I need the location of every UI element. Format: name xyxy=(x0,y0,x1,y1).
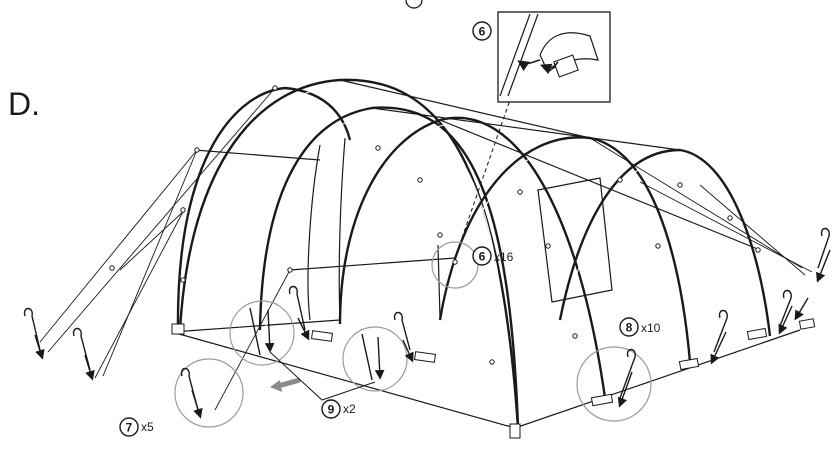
pegs xyxy=(23,227,831,419)
svg-text:x2: x2 xyxy=(343,402,356,416)
callout-6-inset: 6 xyxy=(472,21,492,41)
floor-front-edge xyxy=(171,331,516,429)
callout-9-x2: 9 x2 xyxy=(321,399,356,419)
detail-inset-6 xyxy=(497,11,611,103)
callout-7-x5: 7 x5 xyxy=(119,417,154,437)
direction-arrow-head xyxy=(270,380,282,392)
svg-text:6: 6 xyxy=(479,25,486,39)
svg-text:x5: x5 xyxy=(141,420,154,434)
svg-text:6: 6 xyxy=(479,250,486,264)
guy-lines xyxy=(39,87,813,411)
section-letter: D. xyxy=(8,86,40,122)
svg-text:x10: x10 xyxy=(641,321,661,335)
svg-text:8: 8 xyxy=(626,321,633,335)
tent-body xyxy=(171,78,801,429)
callout-6-x16: 6 x16 xyxy=(472,246,514,266)
floor-back-left xyxy=(171,319,341,333)
floor-right-edge xyxy=(514,329,801,429)
svg-text:9: 9 xyxy=(328,403,335,417)
callout-8-x10: 8 x10 xyxy=(619,317,661,337)
svg-text:7: 7 xyxy=(126,421,133,435)
floor-tabs xyxy=(171,318,816,439)
pole-clips xyxy=(109,85,761,365)
callout-9-leaders xyxy=(269,351,376,401)
svg-text:x16: x16 xyxy=(494,250,514,264)
clipped-callout-top xyxy=(405,0,423,9)
direction-arrow xyxy=(277,377,301,389)
